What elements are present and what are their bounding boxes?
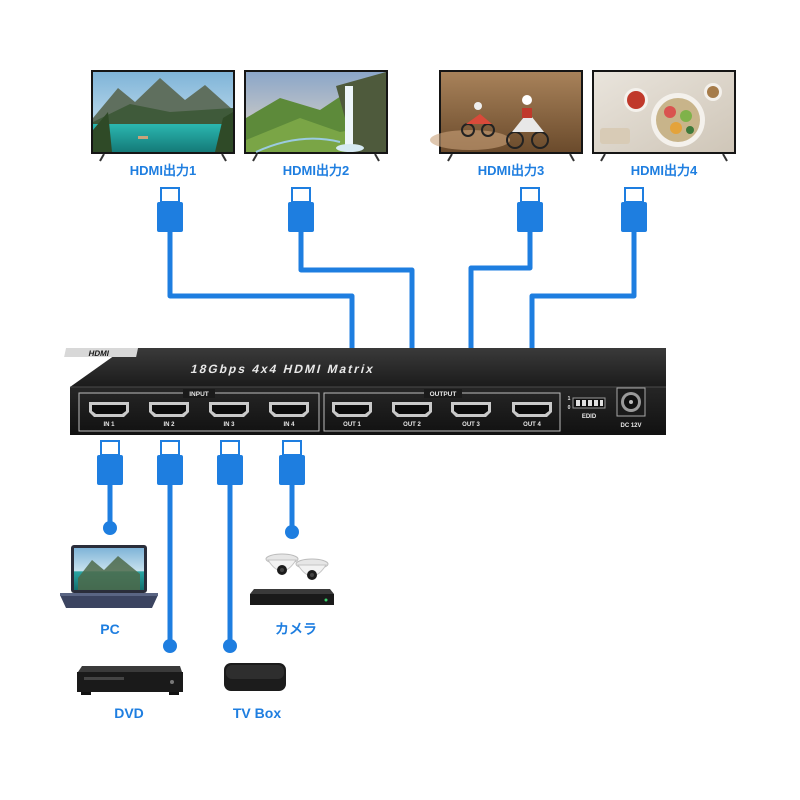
display-3-screen <box>430 72 581 152</box>
recorder-box <box>250 589 334 605</box>
hdmi-port-out-2[interactable] <box>392 402 432 417</box>
display-3 <box>430 70 583 162</box>
hdmi-port-in-4[interactable] <box>269 402 309 417</box>
hdmi-plug-in-2 <box>157 440 183 485</box>
svg-text:HDMI: HDMI <box>88 349 110 358</box>
output-port-label-2: OUT 2 <box>403 422 421 428</box>
output-label-1: HDMI出力1 <box>130 163 196 178</box>
display-4-screen <box>594 72 734 152</box>
device-model-label: 18Gbps 4x4 HDMI Matrix <box>189 362 376 376</box>
input-cables <box>107 485 295 644</box>
output-label-2: HDMI出力2 <box>283 163 349 178</box>
source-label-dvd: DVD <box>114 705 144 721</box>
cable-end-dvd <box>163 639 177 653</box>
output-group-label: OUTPUT <box>430 391 457 398</box>
hdmi-port-out-1[interactable] <box>332 402 372 417</box>
hdmi-port-out-3[interactable] <box>451 402 491 417</box>
cable-end-pc <box>103 521 117 535</box>
source-label-tvbox: TV Box <box>233 705 281 721</box>
display-stand <box>99 153 105 162</box>
hdmi-logo-icon: HDMI <box>64 348 139 358</box>
source-label-pc: PC <box>100 621 119 637</box>
tv-box-icon <box>224 663 286 691</box>
device-top <box>70 348 666 387</box>
cable-end-tvbox <box>223 639 237 653</box>
hdmi-plug-out-3 <box>517 187 543 232</box>
hdmi-port-in-1[interactable] <box>89 402 129 417</box>
display-1-screen <box>93 72 233 152</box>
output-port-label-4: OUT 4 <box>523 422 541 428</box>
output-label-3: HDMI出力3 <box>478 163 544 178</box>
dvd-player-icon <box>77 666 183 695</box>
laptop-icon <box>60 545 158 608</box>
output-port-label-3: OUT 3 <box>462 422 480 428</box>
cable-out-2 <box>298 232 415 388</box>
hdmi-matrix-device: HDMI 18Gbps 4x4 HDMI Matrix INPUT OUTPUT… <box>64 348 666 435</box>
display-2-screen <box>246 72 386 153</box>
hdmi-plug-out-2 <box>288 187 314 232</box>
output-port-label-1: OUT 1 <box>343 422 361 428</box>
dip-mark-0: 0 <box>568 405 571 411</box>
cable-out-4 <box>529 232 637 388</box>
hdmi-port-in-2[interactable] <box>149 402 189 417</box>
hdmi-port-in-3[interactable] <box>209 402 249 417</box>
cable-out-1 <box>167 232 355 388</box>
source-label-camera: カメラ <box>275 621 317 637</box>
camera-icon <box>250 553 334 605</box>
display-4 <box>592 70 736 162</box>
edid-dip-switch[interactable] <box>572 397 606 409</box>
input-port-label-3: IN 3 <box>223 422 235 428</box>
input-port-label-1: IN 1 <box>103 422 115 428</box>
dome-camera-1 <box>265 553 299 575</box>
power-label: DC 12V <box>620 423 641 429</box>
cable-end-camera <box>285 525 299 539</box>
input-port-label-4: IN 4 <box>283 422 295 428</box>
dc-power-jack[interactable] <box>616 387 646 417</box>
output-label-4: HDMI出力4 <box>631 163 698 178</box>
input-port-label-2: IN 2 <box>163 422 175 428</box>
hdmi-plug-in-1 <box>97 440 123 485</box>
hdmi-plug-out-4 <box>621 187 647 232</box>
dip-mark-1: 1 <box>568 396 571 402</box>
hdmi-plug-in-4 <box>279 440 305 485</box>
dome-camera-2 <box>295 558 329 580</box>
input-group-label: INPUT <box>189 391 209 398</box>
hdmi-plug-out-1 <box>157 187 183 232</box>
display-2 <box>244 70 388 162</box>
edid-label: EDID <box>582 414 597 420</box>
output-cables <box>167 232 637 388</box>
hdmi-port-out-4[interactable] <box>512 402 552 417</box>
display-1 <box>91 70 235 162</box>
cable-out-3 <box>468 232 533 388</box>
hdmi-plug-in-3 <box>217 440 243 485</box>
